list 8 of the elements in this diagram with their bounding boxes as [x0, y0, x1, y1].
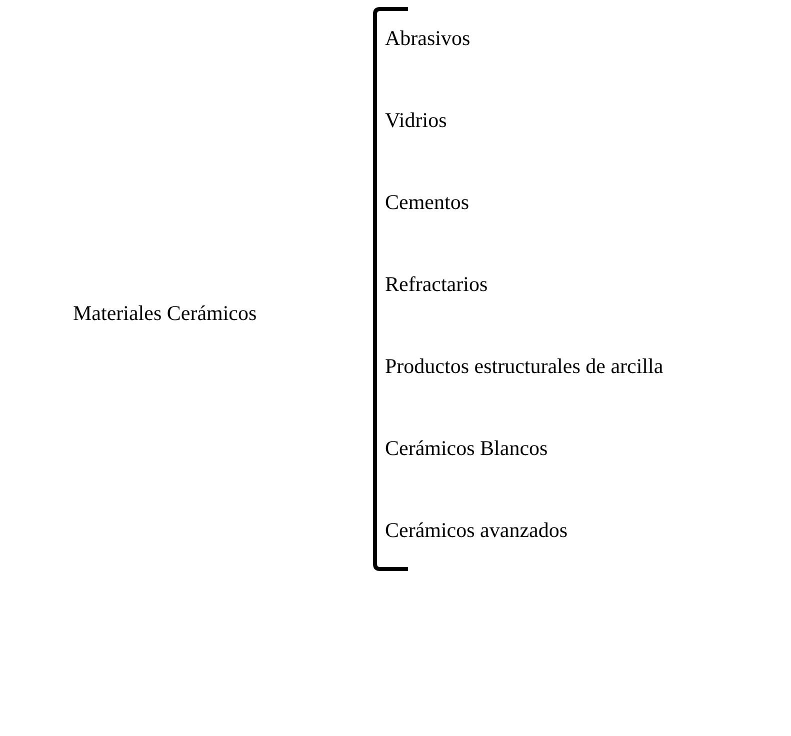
- category-item: Refractarios: [385, 271, 488, 297]
- category-heading: Materiales Cerámicos: [73, 300, 257, 326]
- category-item: Cerámicos avanzados: [385, 517, 568, 543]
- category-item: Vidrios: [385, 107, 447, 133]
- category-item: Cementos: [385, 189, 469, 215]
- category-item: Abrasivos: [385, 25, 470, 51]
- category-item: Cerámicos Blancos: [385, 435, 548, 461]
- category-item: Productos estructurales de arcilla: [385, 353, 664, 379]
